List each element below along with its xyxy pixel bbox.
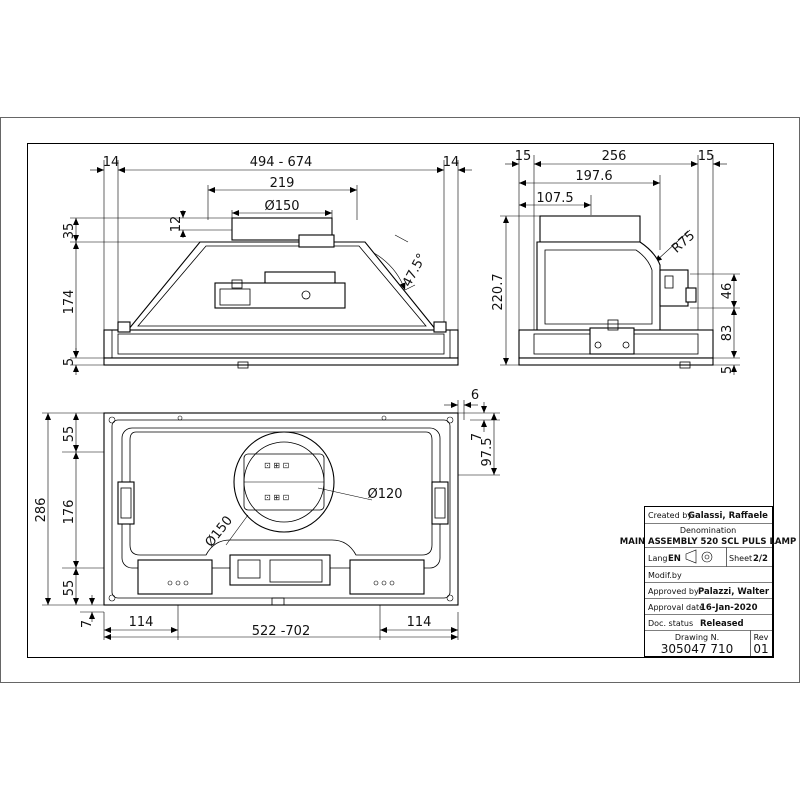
approval-date-value: 16-Jan-2020 <box>700 603 758 613</box>
dim-side-duct-offset: 107.5 <box>536 191 573 206</box>
dim-bottom-mid-height: 176 <box>62 500 77 525</box>
dim-front-angle: 47.5° <box>400 251 430 289</box>
dim-bottom-inner-diameter: Ø120 <box>367 487 402 502</box>
lang-value: EN <box>668 554 681 564</box>
dim-bottom-total-height: 286 <box>34 498 49 523</box>
created-by-value: Galassi, Raffaele <box>688 511 768 521</box>
approval-date-label: Approval date <box>648 603 704 612</box>
svg-text:⊡ ⊞ ⊡: ⊡ ⊞ ⊡ <box>264 461 289 470</box>
dim-bottom-right-margin: 6 <box>471 388 479 403</box>
dim-front-inner-width: 219 <box>270 176 295 191</box>
modif-label: Modif.by <box>648 571 682 580</box>
dim-bottom-top-flange: 55 <box>62 426 77 443</box>
dim-side-total-height: 220.7 <box>491 273 506 310</box>
dim-side-lower-height: 83 <box>720 325 735 342</box>
dim-side-depth-inner: 197.6 <box>575 169 612 184</box>
dim-front-left-margin: 14 <box>103 155 120 170</box>
created-by-label: Created by <box>648 511 692 520</box>
dim-side-left-margin: 15 <box>515 149 532 164</box>
dim-side-base-height: 5 <box>720 366 735 374</box>
lang-label: Lang <box>648 554 668 563</box>
dim-bottom-duct-center: 97.5 <box>480 438 495 467</box>
doc-status-value: Released <box>700 619 744 629</box>
front-view: 14 494 - 674 14 219 Ø150 35 174 5 12 47.… <box>62 155 472 375</box>
dim-bottom-bottom-flange: 55 <box>62 580 77 597</box>
side-view: 15 256 15 197.6 107.5 220.7 R75 46 83 5 <box>491 149 740 375</box>
dim-front-right-margin: 14 <box>443 155 460 170</box>
rev-label: Rev <box>754 633 769 642</box>
bottom-view: 286 55 176 55 7 6 7 97.5 114 522 -702 11… <box>34 388 500 640</box>
dim-front-duct-diameter: Ø150 <box>264 199 299 214</box>
denomination-label: Denomination <box>680 526 736 535</box>
title-block: Created by Galassi, Raffaele Denominatio… <box>620 506 796 657</box>
dim-bottom-right-margin-b: 114 <box>407 615 432 630</box>
doc-status-label: Doc. status <box>648 619 693 628</box>
dim-bottom-left-margin: 114 <box>129 615 154 630</box>
denomination-value: MAIN ASSEMBLY 520 SCL PULS LAMP <box>620 537 796 547</box>
dim-front-base-height: 5 <box>62 358 77 366</box>
approved-by-value: Palazzi, Walter <box>698 587 770 597</box>
dim-front-top-height: 35 <box>62 223 77 240</box>
drawing-no-value: 305047 710 <box>661 642 734 656</box>
dim-bottom-bottom-offset: 7 <box>80 620 95 628</box>
sheet-value: 2/2 <box>753 554 768 564</box>
dim-bottom-right-offset: 7 <box>470 433 485 441</box>
sheet-border-inner <box>27 143 774 658</box>
svg-text:⊡ ⊞ ⊡: ⊡ ⊞ ⊡ <box>264 493 289 502</box>
drawing-no-label: Drawing N. <box>675 633 719 642</box>
dim-front-width-range: 494 - 674 <box>250 155 313 170</box>
dim-side-depth: 256 <box>602 149 627 164</box>
rev-value: 01 <box>753 642 768 656</box>
dim-side-right-margin: 15 <box>698 149 715 164</box>
projection-symbol-icon <box>685 549 713 564</box>
dim-bottom-width-range: 522 -702 <box>252 624 310 639</box>
dim-side-radius: R75 <box>669 228 698 256</box>
dim-front-step-height: 12 <box>169 216 184 233</box>
dim-front-body-height: 174 <box>62 290 77 315</box>
sheet-label: Sheet <box>729 554 752 563</box>
dim-side-upper-height: 46 <box>720 283 735 300</box>
approved-by-label: Approved by <box>648 587 699 596</box>
